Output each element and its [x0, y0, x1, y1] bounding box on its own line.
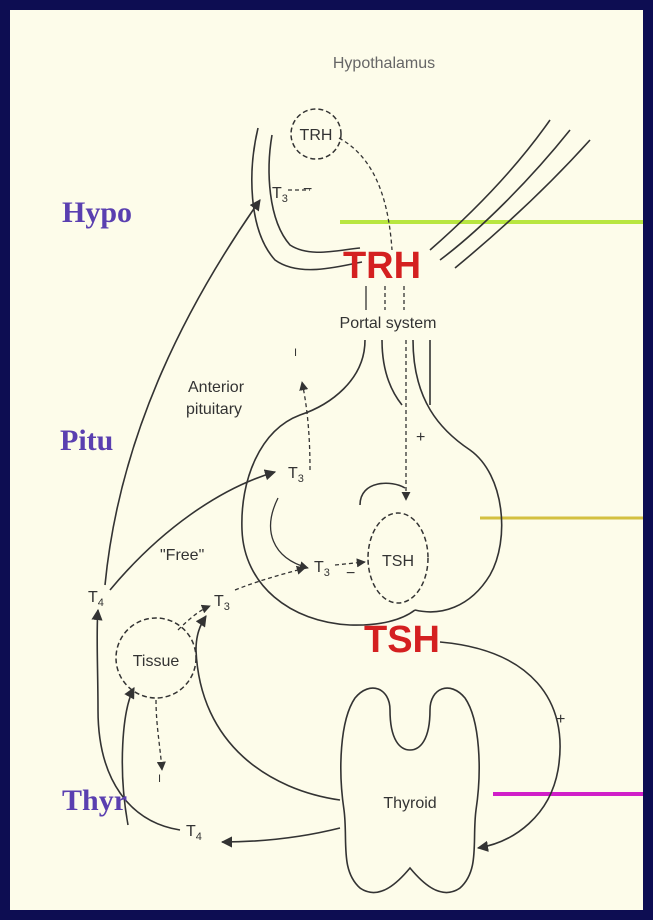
- portal-system-label: Portal system: [340, 315, 437, 332]
- t3-pitu-upper-label: T3: [288, 465, 304, 485]
- t3-free-to-pituitary-arrow: [235, 568, 305, 590]
- tissue-label: Tissue: [133, 653, 180, 670]
- trh-stimulate-plus: +: [416, 429, 425, 446]
- tsh-stimulate-plus: +: [556, 711, 565, 728]
- trh-inhibit-minus: −: [303, 181, 312, 198]
- hypothalamus-label: Hypothalamus: [333, 55, 435, 72]
- trh-hormone-label: TRH: [343, 245, 421, 287]
- t3-tsh-label: T3: [314, 559, 330, 579]
- thyroid-gland: [341, 688, 479, 892]
- thyroid-t4-output-arrow: [222, 828, 340, 842]
- pitu-iodide-arrow: [302, 382, 310, 470]
- slide-frame: TRH Hypothalamus TRH Portal system T3 − …: [10, 10, 643, 910]
- side-label-pitu: Pitu: [60, 424, 113, 457]
- pituitary-outline: [242, 340, 502, 625]
- free-label: "Free": [160, 547, 204, 564]
- iodide-tissue-label: I: [158, 773, 161, 785]
- t4-to-pituitary-arrow: [110, 472, 275, 590]
- anterior-label: Anterior: [188, 379, 245, 396]
- tissue-iodide-arrow: [156, 700, 162, 770]
- thyroid-axis-diagram: TRH Hypothalamus TRH Portal system T3 − …: [10, 10, 643, 910]
- tsh-hormone-label: TSH: [364, 619, 440, 661]
- t4-bottom-label: T4: [186, 823, 202, 843]
- tsh-to-thyroid-arrow: [440, 642, 560, 848]
- pituitary-label: pituitary: [186, 401, 242, 418]
- side-label-hypo: Hypo: [62, 196, 132, 229]
- iodide-pitu-label: I: [294, 347, 297, 359]
- t3-free-label: T3: [214, 593, 230, 613]
- side-label-thyr: Thyr: [62, 784, 127, 817]
- t3-pitu-deiodinase-arrow: [271, 498, 308, 568]
- tsh-cell-label: TSH: [382, 553, 414, 570]
- trh-cell-label: TRH: [300, 127, 333, 144]
- tsh-inhibit-minus: −: [346, 565, 355, 582]
- thyroid-label: Thyroid: [383, 795, 436, 812]
- t3-hypo-label: T3: [272, 185, 288, 205]
- thyroid-to-t3-loop: [196, 616, 340, 800]
- t4-left-label: T4: [88, 589, 104, 609]
